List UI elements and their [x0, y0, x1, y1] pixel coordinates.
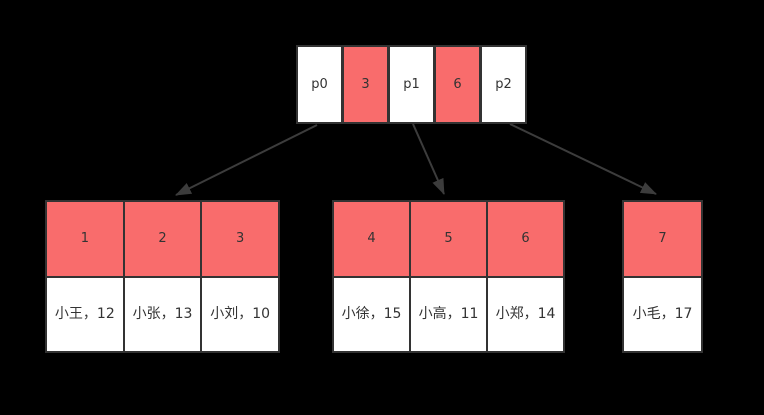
leaf1-key-cell: 1 [47, 202, 123, 276]
root-cell-pointer-p2: p2 [482, 47, 525, 122]
leaf-node-2: 4 5 6 小徐，15 小高，11 小郑，14 [332, 200, 565, 353]
leaf3-value-cell: 小毛，17 [624, 277, 701, 351]
root-cell-key-3: 3 [344, 47, 387, 122]
leaf1-key-cell: 3 [202, 202, 278, 276]
leaf1-key-cell: 2 [124, 202, 201, 276]
leaf2-key-cell: 5 [411, 202, 486, 276]
leaf2-value-cell: 小高，11 [411, 277, 486, 351]
leaf2-value-cell: 小徐，15 [334, 277, 409, 351]
leaf2-key-cell: 6 [488, 202, 563, 276]
arrow-p0-to-leaf1 [175, 124, 318, 196]
leaf1-value-cell: 小刘，10 [202, 277, 278, 351]
leaf2-value-cell: 小郑，14 [488, 277, 563, 351]
root-node: p0 3 p1 6 p2 [296, 45, 527, 124]
leaf-node-3: 7 小毛，17 [622, 200, 703, 353]
leaf1-value-cell: 小张，13 [124, 277, 201, 351]
root-cell-key-6: 6 [436, 47, 479, 122]
root-cell-pointer-p0: p0 [298, 47, 341, 122]
leaf3-key-cell: 7 [624, 202, 701, 276]
arrow-p1-to-leaf2 [412, 123, 445, 195]
leaf1-value-cell: 小王，12 [47, 277, 123, 351]
leaf2-key-cell: 4 [334, 202, 409, 276]
root-cell-pointer-p1: p1 [390, 47, 433, 122]
arrow-p2-to-leaf3 [509, 123, 657, 195]
leaf-node-1: 1 2 3 小王，12 小张，13 小刘，10 [45, 200, 280, 353]
